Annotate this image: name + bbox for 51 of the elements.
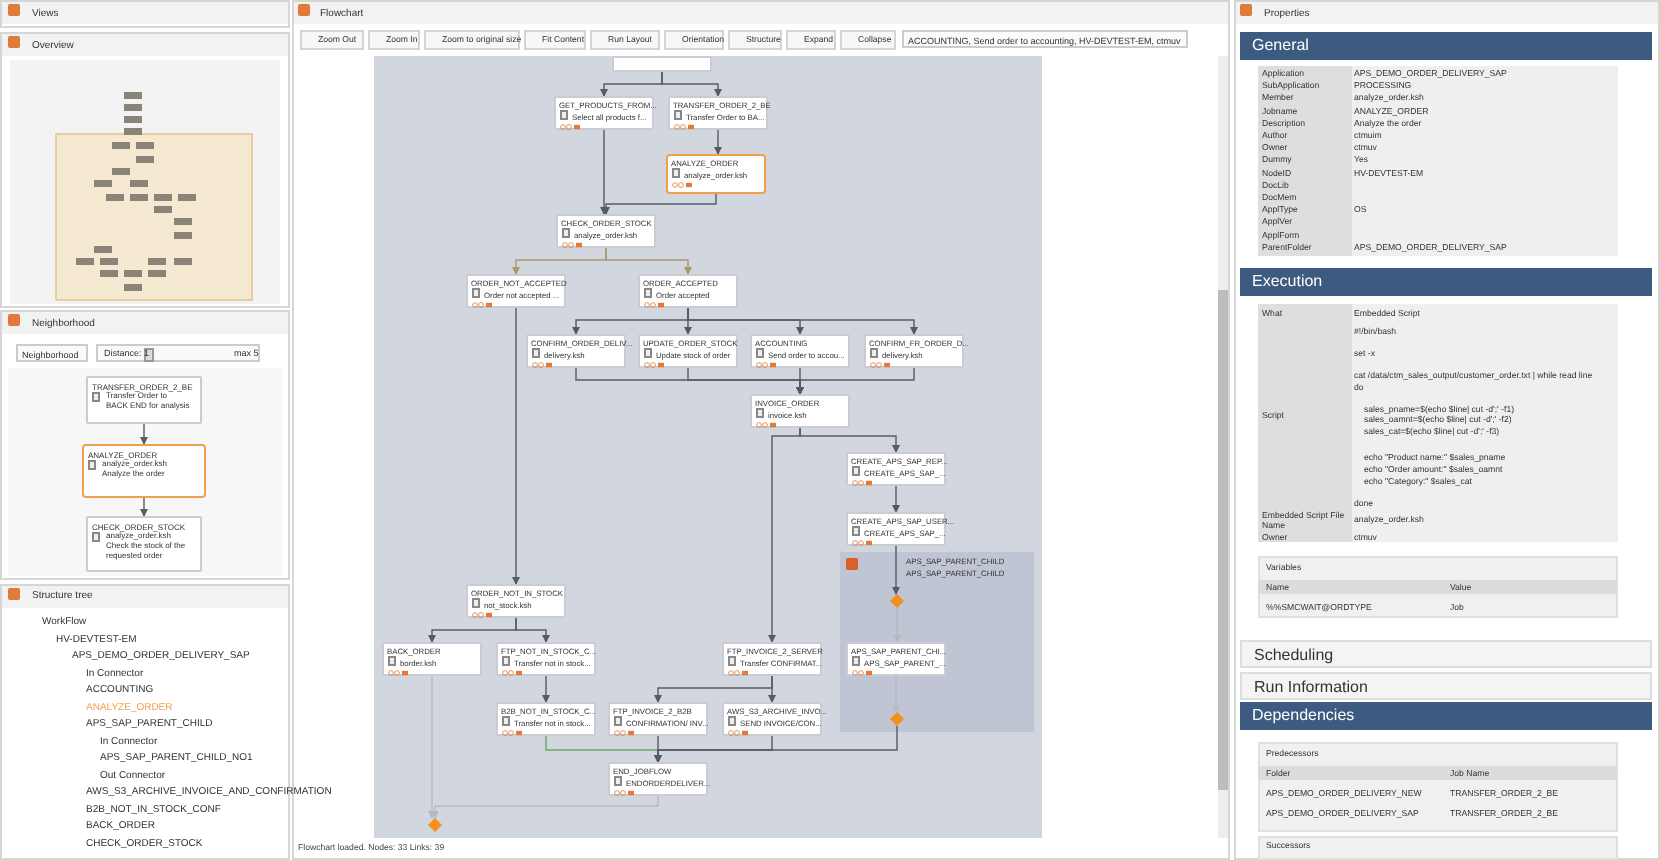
job-box <box>82 444 206 498</box>
job-box <box>846 452 946 486</box>
section-header: Scheduling <box>1240 640 1652 668</box>
arrow <box>515 617 550 643</box>
arrow <box>796 367 915 395</box>
arrow <box>768 675 776 703</box>
job-box <box>750 334 850 368</box>
job-box <box>638 334 738 368</box>
job-box <box>608 702 708 736</box>
job-box <box>612 56 712 72</box>
job-box <box>846 642 946 676</box>
connector-diamond <box>428 818 442 832</box>
job-box <box>86 376 202 424</box>
job-box <box>496 642 596 676</box>
arrow <box>605 247 692 275</box>
arrow <box>714 129 722 155</box>
job-box <box>638 274 738 308</box>
job-box <box>722 642 822 676</box>
section-header: Execution <box>1240 268 1652 296</box>
job-box <box>668 96 768 130</box>
arrow <box>768 427 801 643</box>
section-header: Run Information <box>1240 672 1652 700</box>
arrow <box>892 545 900 595</box>
job-box <box>666 154 766 194</box>
job-box <box>554 96 654 130</box>
arrow <box>512 307 520 585</box>
connector-diamond <box>890 594 904 608</box>
job-box <box>722 702 822 736</box>
job-box <box>86 516 202 572</box>
connector-diamond <box>890 712 904 726</box>
job-box <box>466 584 566 618</box>
arrow <box>687 307 918 335</box>
job-box <box>750 394 850 428</box>
job-box <box>608 762 708 796</box>
job-box <box>466 274 566 308</box>
job-box <box>556 214 656 248</box>
arrow <box>654 725 898 763</box>
arrow <box>892 485 900 513</box>
job-box <box>382 642 482 676</box>
group-box <box>840 552 1034 732</box>
job-box <box>496 702 596 736</box>
arrow <box>661 71 722 97</box>
arrow <box>140 423 148 445</box>
arrow <box>600 129 608 215</box>
arrow <box>542 675 550 703</box>
arrow <box>431 795 659 819</box>
arrow <box>602 193 717 215</box>
section-header: General <box>1240 32 1652 60</box>
job-box <box>864 334 964 368</box>
section-header: Dependencies <box>1240 702 1652 730</box>
arrow <box>140 497 148 517</box>
